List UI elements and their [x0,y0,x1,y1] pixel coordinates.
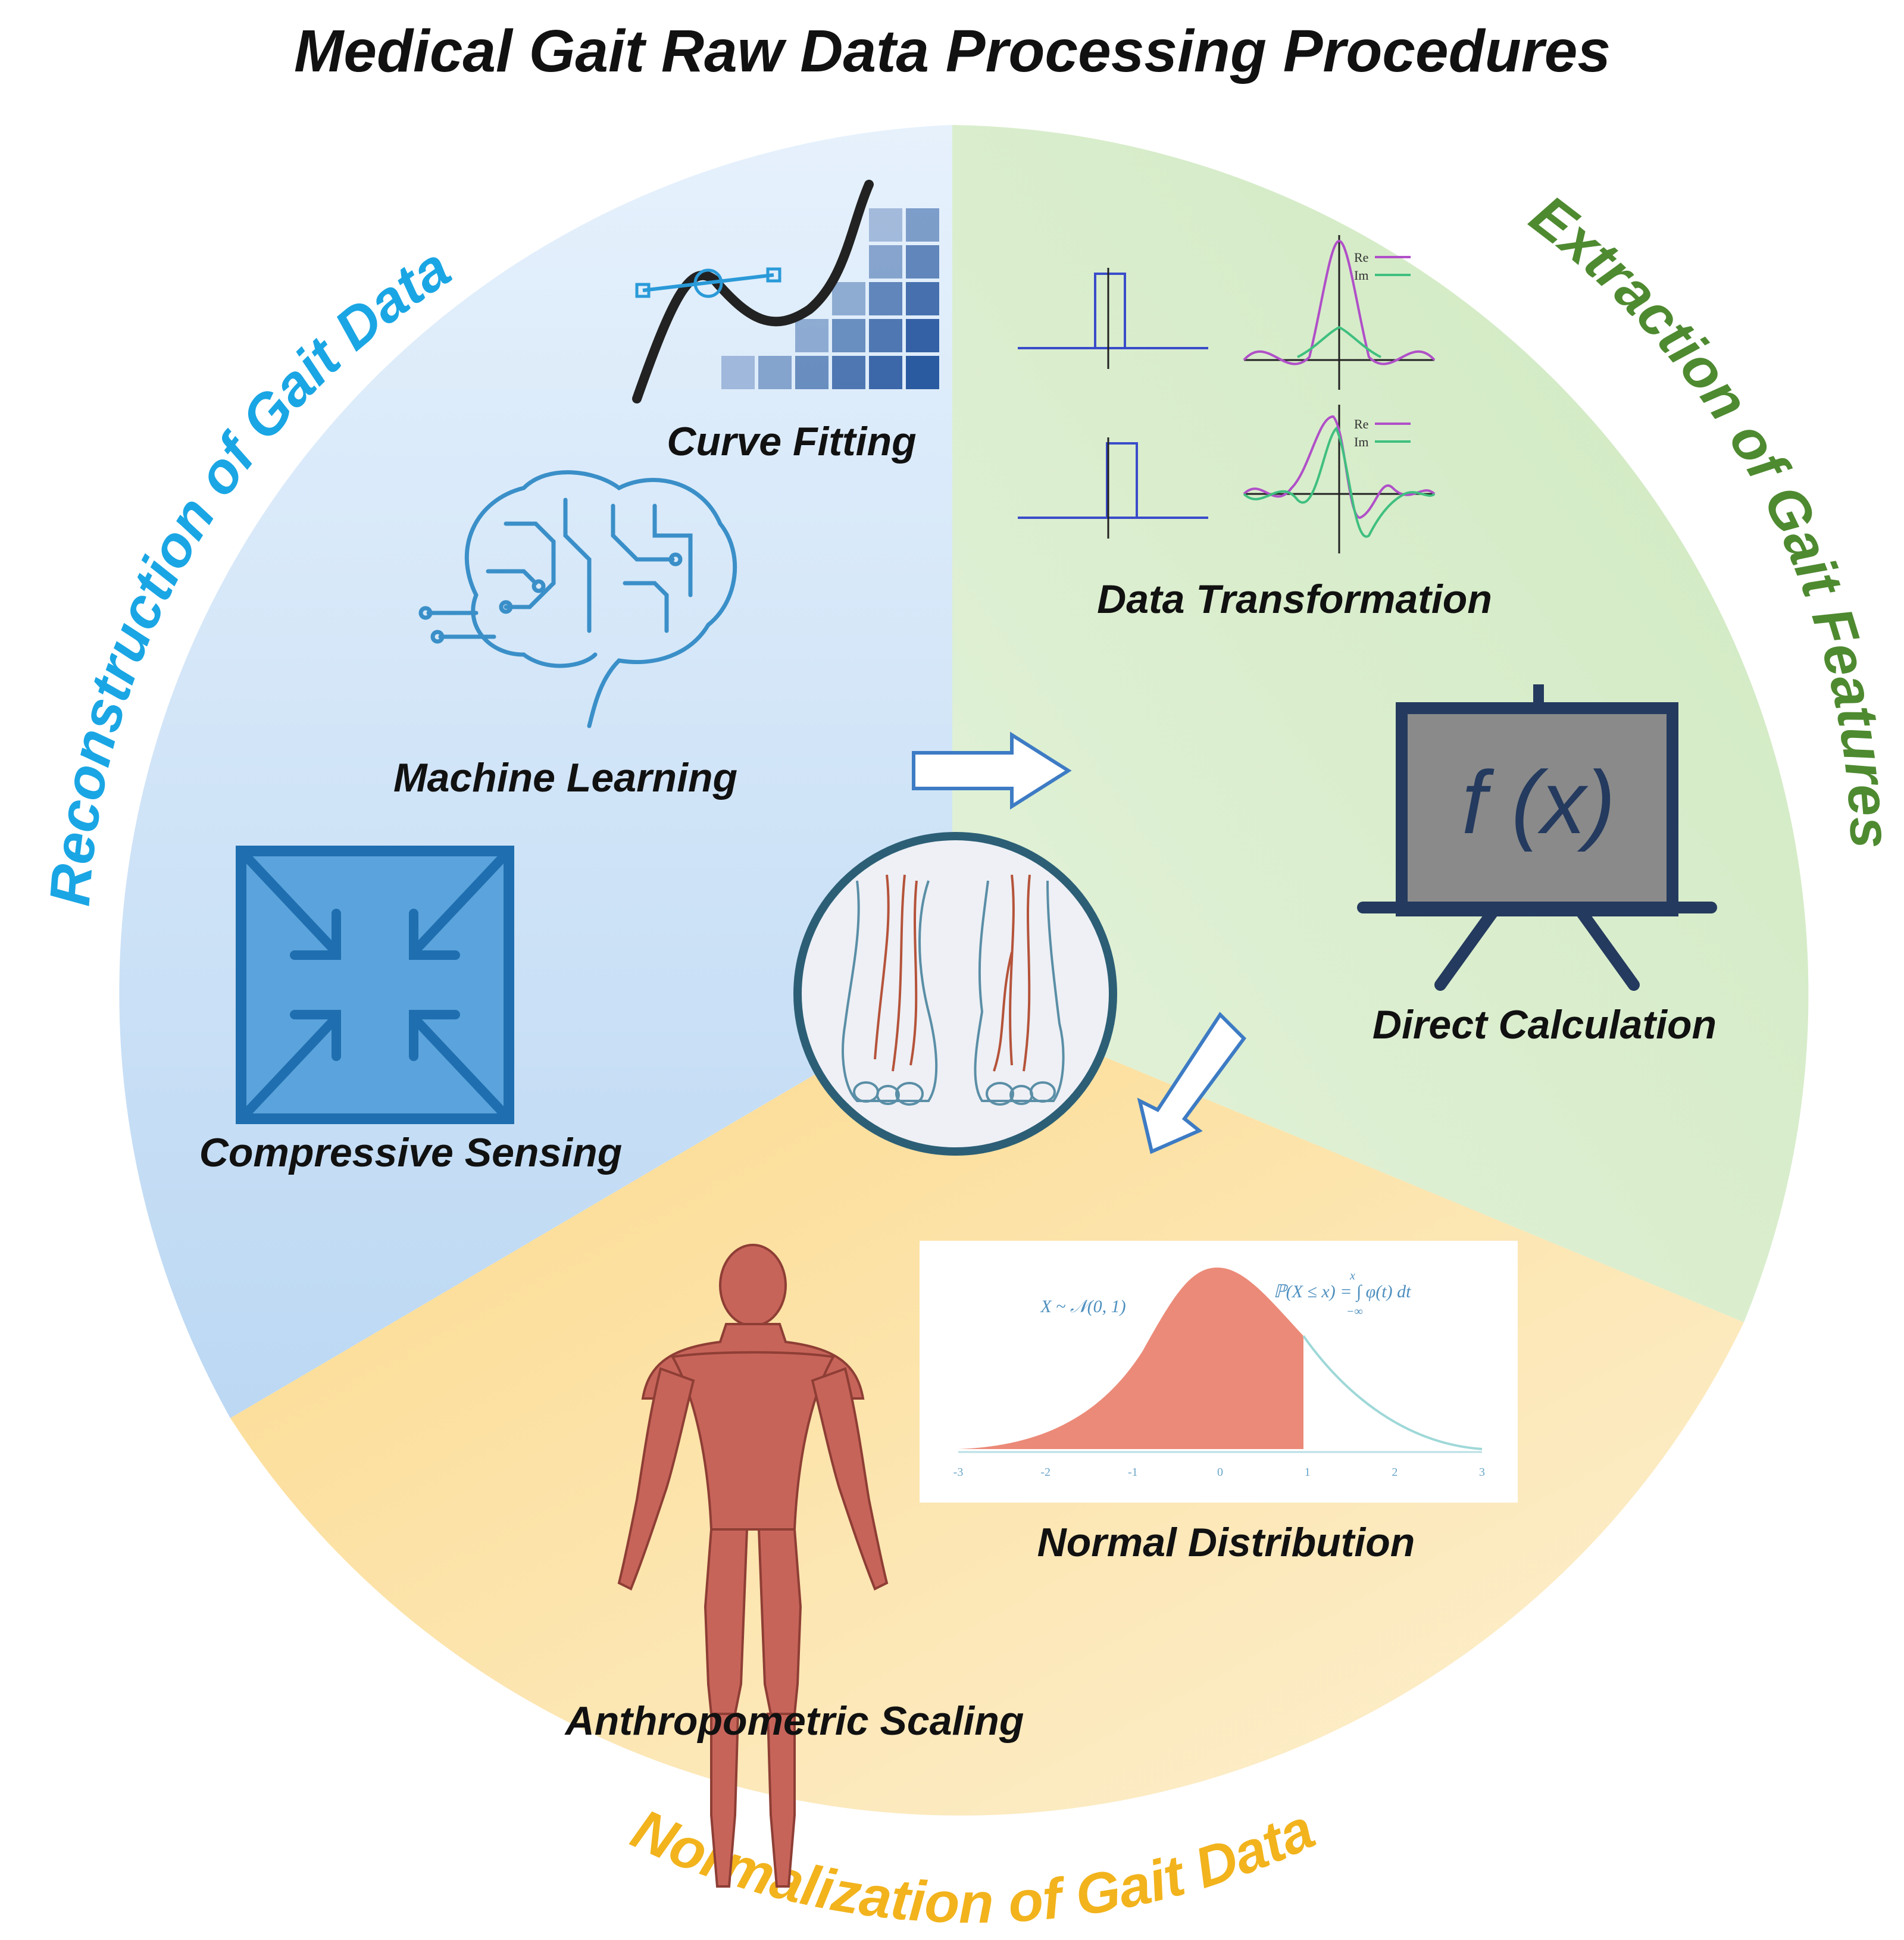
x-tick-label: 2 [1392,1466,1397,1479]
im-legend-bottom: Im [1354,434,1368,449]
formula-text: f (x) [1462,752,1615,852]
human-body-icon [617,1244,889,1888]
im-legend-top: Im [1354,268,1368,283]
normal-x-ticks: -3 -2 -1 0 1 2 3 [953,1466,1485,1479]
direct-calculation-label: Direct Calculation [1372,1002,1717,1047]
x-tick-label: -1 [1128,1466,1138,1479]
curve-fitting-icon [632,180,939,403]
compressive-sensing-label: Compressive Sensing [199,1130,622,1175]
data-transformation-label: Data Transformation [1097,577,1492,622]
normal-right-formula: ℙ(X ≤ x) = ∫ φ(t) dt [1274,1282,1411,1303]
down-left-arrow-icon [1137,1012,1246,1154]
curve-fitting-label: Curve Fitting [667,419,916,464]
formula-board-icon [1357,684,1717,991]
re-legend-top: Re [1354,250,1368,265]
x-tick-label: -3 [953,1466,964,1479]
x-tick-label: 0 [1217,1466,1223,1479]
anthropometric-scaling-label: Anthropometric Scaling [564,1698,1024,1744]
right-arrow-icon [912,731,1072,810]
fourier-transform-icon [1018,235,1436,553]
x-tick-label: 3 [1479,1466,1485,1479]
feet-icon [793,832,1117,1156]
normal-distribution-label: Normal Distribution [1037,1520,1415,1565]
machine-learning-label: Machine Learning [393,755,737,800]
integral-upper: x [1349,1269,1355,1282]
extraction-sector [952,125,1809,1322]
normal-left-formula: X ~ 𝒩(0, 1) [1040,1297,1125,1316]
normal-distribution-chart [920,1241,1518,1503]
x-tick-label: 1 [1305,1466,1311,1479]
integral-lower: −∞ [1346,1305,1363,1318]
x-tick-label: -2 [1040,1466,1051,1479]
compress-arrows-icon [236,846,514,1124]
brain-circuit-icon [418,470,737,728]
re-legend-bottom: Re [1354,417,1368,431]
page-title: Medical Gait Raw Data Processing Procedu… [294,18,1611,85]
